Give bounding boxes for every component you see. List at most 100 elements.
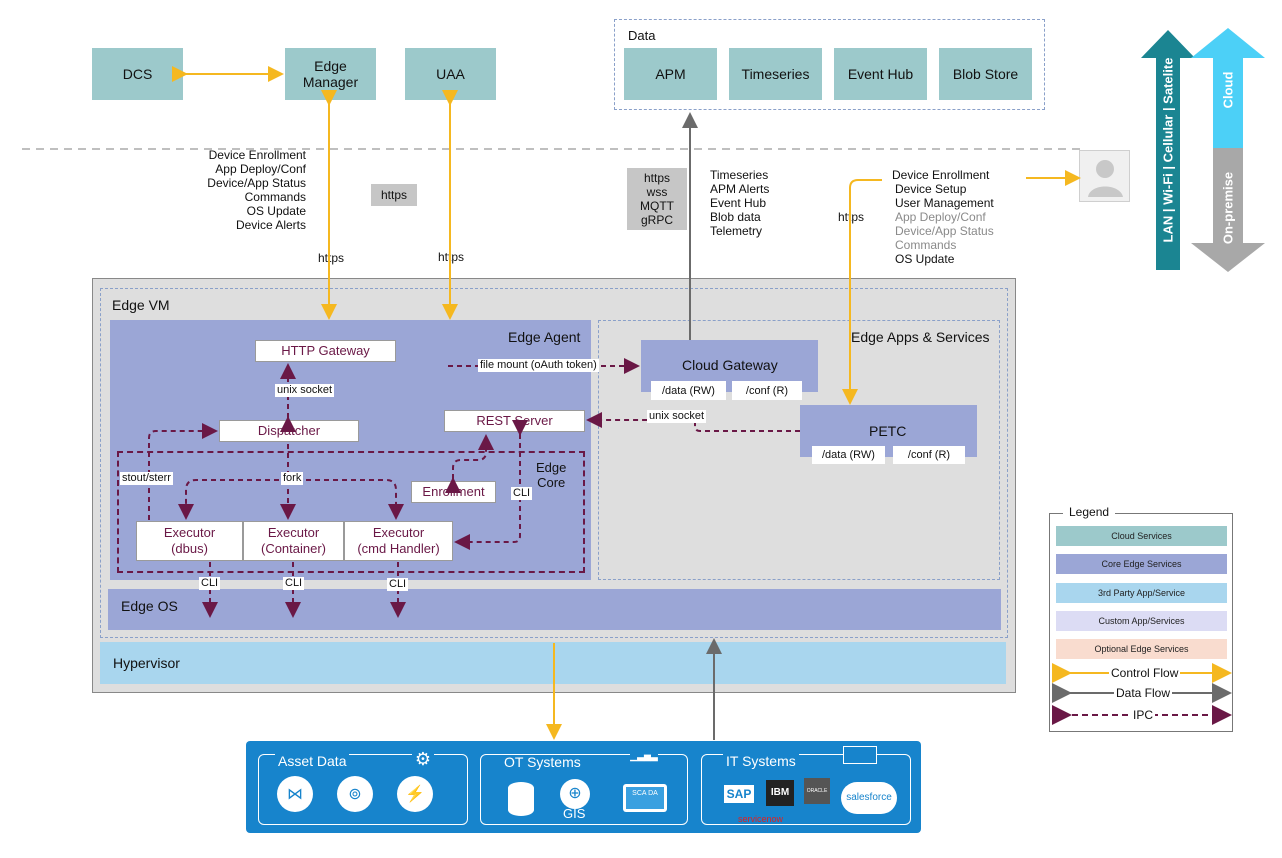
executor-container-label-2: (Container) xyxy=(260,541,327,556)
executor-container-label-1: Executor xyxy=(267,525,320,540)
hypervisor-bar xyxy=(100,642,1006,684)
legend-control-label: Control Flow xyxy=(1109,666,1181,680)
protocol: https xyxy=(643,171,670,185)
gear-icon: ⚙ xyxy=(412,748,434,770)
protocol: MQTT xyxy=(640,199,674,213)
data-group xyxy=(614,19,1045,110)
cli-cmd-label: CLI xyxy=(387,578,409,591)
em-flow: Device/App Status xyxy=(207,176,306,190)
protocol: wss xyxy=(646,185,668,199)
salesforce-text: salesforce xyxy=(846,792,892,803)
uaa-box: UAA xyxy=(405,48,496,100)
device-flow: Device Enrollment xyxy=(892,168,990,182)
legend-cloud-services: Cloud Services xyxy=(1056,526,1227,546)
legend-third-party: 3rd Party App/Service xyxy=(1056,583,1227,603)
https-box: https xyxy=(371,184,417,206)
enrollment-box: Enrollment xyxy=(411,481,496,503)
oracle-logo: ORACLE xyxy=(804,778,830,804)
device-flows-list: Device Enrollment Device Setup User Mana… xyxy=(892,168,994,266)
power-icon: ⚡ xyxy=(397,776,433,812)
ot-systems-label: OT Systems xyxy=(501,755,584,769)
edge-core-label-2: Core xyxy=(537,475,566,490)
legend-label: Core Edge Services xyxy=(1101,559,1182,569)
data-flow: Blob data xyxy=(710,210,761,224)
executor-cmd-label-1: Executor xyxy=(372,525,425,540)
petc-data-label: /data (RW) xyxy=(822,449,875,461)
petc-conf-label: /conf (R) xyxy=(907,449,951,461)
blob-store-label: Blob Store xyxy=(952,66,1019,82)
oracle-text: ORACLE xyxy=(806,788,828,794)
stout-label: stout/sterr xyxy=(120,472,173,485)
ibm-logo: IBM xyxy=(766,780,794,806)
device-flow: Device Setup xyxy=(895,182,967,196)
signal-icon: ▁▃▅▃ xyxy=(630,751,658,761)
sap-text: SAP xyxy=(726,787,752,801)
ibm-text: IBM xyxy=(770,787,790,798)
it-systems-label: IT Systems xyxy=(723,754,799,768)
cloud-gateway-label: Cloud Gateway xyxy=(682,357,778,373)
petc-data-box: /data (RW) xyxy=(812,446,885,464)
data-flow: APM Alerts xyxy=(710,182,770,196)
executor-cmd-box: Executor (cmd Handler) xyxy=(344,521,453,561)
edge-manager-label-2: Manager xyxy=(302,74,359,90)
https-label-petc: https xyxy=(838,210,865,224)
ot-systems-panel xyxy=(480,754,688,825)
database-icon xyxy=(508,782,534,816)
executor-cmd-label-2: (cmd Handler) xyxy=(357,541,440,556)
unix-socket-label: unix socket xyxy=(275,384,335,397)
apm-box: APM xyxy=(624,48,717,100)
timeseries-box: Timeseries xyxy=(729,48,822,100)
asset-data-panel xyxy=(258,754,468,825)
edge-manager-box: Edge Manager xyxy=(285,48,376,100)
rest-server-box: REST Server xyxy=(444,410,585,432)
dcs-box: DCS xyxy=(92,48,183,100)
legend-data-label: Data Flow xyxy=(1114,686,1173,700)
cli-container-label: CLI xyxy=(283,577,305,590)
onprem-text: On-premise xyxy=(1220,171,1236,245)
rest-server-label: REST Server xyxy=(476,413,553,428)
dispatcher-box: Dispatcher xyxy=(219,420,359,442)
enrollment-label: Enrollment xyxy=(422,484,485,499)
executor-dbus-label-1: Executor xyxy=(163,525,216,540)
protocol-box: https wss MQTT gRPC xyxy=(627,168,687,230)
sap-logo: SAP xyxy=(724,785,754,803)
edge-os-label: Edge OS xyxy=(121,598,178,614)
legend-optional-edge: Optional Edge Services xyxy=(1056,639,1227,659)
device-flow: OS Update xyxy=(895,252,955,266)
timeseries-label: Timeseries xyxy=(741,66,810,82)
it-systems-panel xyxy=(701,754,911,825)
http-gateway-label: HTTP Gateway xyxy=(281,343,370,358)
user-avatar xyxy=(1079,150,1130,202)
edge-agent-label: Edge Agent xyxy=(508,329,581,345)
cli-rest-label: CLI xyxy=(511,487,533,500)
protocol: gRPC xyxy=(640,213,673,227)
https-label-em: https xyxy=(318,251,345,265)
server-rack-icon xyxy=(843,746,877,764)
legend-core-edge: Core Edge Services xyxy=(1056,554,1227,574)
hypervisor-label: Hypervisor xyxy=(113,655,180,671)
asset-data-label: Asset Data xyxy=(275,754,350,768)
edge-manager-label-1: Edge xyxy=(314,58,347,74)
legend-ipc-label: IPC xyxy=(1131,708,1156,722)
globe-icon: ⊕ xyxy=(560,779,590,809)
lan-text: LAN | Wi-Fi | Cellular | Satelite xyxy=(1160,57,1176,243)
edge-core-frame xyxy=(117,451,585,573)
device-flow: Commands xyxy=(895,238,957,252)
https-box-label: https xyxy=(380,188,407,202)
executor-container-box: Executor (Container) xyxy=(243,521,344,561)
cloud-text: Cloud xyxy=(1220,71,1236,109)
pump-icon: ⊚ xyxy=(337,776,373,812)
edge-vm xyxy=(100,288,1008,638)
edge-vm-label: Edge VM xyxy=(112,297,170,313)
servicenow-logo: servicenow xyxy=(738,814,784,824)
legend-label: Optional Edge Services xyxy=(1094,644,1189,654)
unix-socket-petc-label: unix socket xyxy=(647,410,707,423)
data-flow: Telemetry xyxy=(710,224,763,238)
cg-conf-label: /conf (R) xyxy=(745,384,789,397)
gis-label: GIS xyxy=(563,806,586,821)
edge-apps-label: Edge Apps & Services xyxy=(851,329,990,345)
em-flow: Device Enrollment xyxy=(208,148,306,162)
https-label-uaa: https xyxy=(438,250,465,264)
data-group-label: Data xyxy=(628,28,656,43)
data-flow: Event Hub xyxy=(710,196,767,210)
